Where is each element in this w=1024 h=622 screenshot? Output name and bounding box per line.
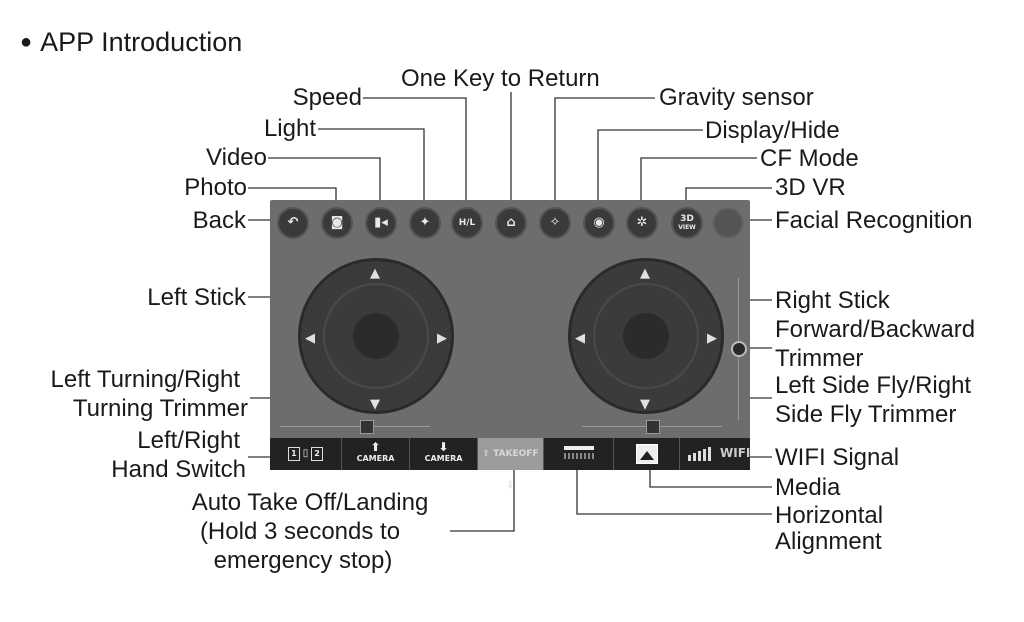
wifi-signal-indicator: WIFI bbox=[680, 438, 750, 470]
label-ls-trimmer-2: Side Fly Trimmer bbox=[775, 401, 957, 428]
wifi-signal-bars-icon bbox=[688, 447, 713, 461]
left-turning-trimmer-track bbox=[280, 426, 430, 427]
takeoff-down-arrow-icon: ⇩ bbox=[506, 481, 515, 491]
left-turning-trimmer-knob[interactable] bbox=[360, 420, 374, 434]
label-lt-trimmer-2: Turning Trimmer bbox=[72, 395, 248, 422]
label-video: Video bbox=[206, 144, 267, 171]
speed-icon[interactable]: H/L bbox=[451, 207, 483, 239]
label-wifi-signal: WIFI Signal bbox=[775, 444, 900, 471]
takeoff-button[interactable]: ⇧ TAKEOFF ⇩ bbox=[478, 438, 544, 491]
label-horizontal-alignment-2: Alignment bbox=[775, 528, 882, 555]
label-photo: Photo bbox=[184, 174, 247, 201]
takeoff-up-arrow-icon: ⇧ bbox=[482, 449, 494, 459]
label-3d-vr: 3D VR bbox=[775, 174, 846, 201]
label-one-key-return: One Key to Return bbox=[401, 65, 600, 92]
left-stick-left-arrow-icon: ◀ bbox=[305, 331, 315, 346]
label-ls-trimmer-1: Left Side Fly/Right bbox=[775, 372, 972, 399]
label-media: Media bbox=[775, 474, 841, 501]
heading-text: APP Introduction bbox=[40, 27, 243, 57]
left-stick-down-arrow-icon: ▼ bbox=[370, 397, 380, 412]
label-auto-takeoff-3: emergency stop) bbox=[213, 547, 393, 574]
camera-up-arrow-icon: ⬆ bbox=[370, 440, 381, 454]
camera-button-2-label: CAMERA bbox=[424, 454, 463, 463]
back-icon[interactable]: ↶ bbox=[277, 207, 309, 239]
hand-switch-button[interactable]: 1 ▯ 2 bbox=[270, 438, 342, 470]
camera-button-2[interactable]: ⬇ CAMERA bbox=[410, 438, 478, 470]
right-stick-up-arrow-icon: ▲ bbox=[640, 266, 650, 281]
label-hand-switch-1: Left/Right bbox=[137, 427, 240, 454]
return-home-icon[interactable]: ⌂ bbox=[495, 207, 527, 239]
side-fly-trimmer-knob[interactable] bbox=[646, 420, 660, 434]
label-lt-trimmer-1: Left Turning/Right bbox=[50, 366, 240, 393]
cf-mode-icon[interactable]: ✲ bbox=[626, 207, 658, 239]
label-cf-mode: CF Mode bbox=[760, 145, 859, 172]
label-back: Back bbox=[192, 207, 246, 234]
label-left-stick: Left Stick bbox=[147, 284, 246, 311]
label-fb-trimmer-1: Forward/Backward bbox=[775, 316, 976, 343]
3d-vr-icon[interactable]: 3D VIEW bbox=[671, 207, 703, 239]
label-light: Light bbox=[263, 115, 316, 142]
label-gravity-sensor: Gravity sensor bbox=[659, 84, 814, 111]
label-right-stick: Right Stick bbox=[775, 287, 890, 314]
right-stick[interactable]: ▲ ▼ ◀ ▶ bbox=[568, 258, 724, 414]
hand-switch-separator: ▯ bbox=[302, 448, 309, 459]
heading-bullet: ● bbox=[20, 31, 33, 53]
hand-switch-1-box: 1 bbox=[287, 447, 300, 461]
wifi-text: WIFI bbox=[720, 446, 751, 460]
page-heading: ● APP Introduction bbox=[20, 27, 242, 58]
horizontal-alignment-button[interactable] bbox=[544, 438, 614, 470]
takeoff-button-label: TAKEOFF bbox=[493, 449, 539, 459]
right-stick-ring bbox=[593, 283, 699, 389]
3d-vr-icon-text: 3D bbox=[680, 214, 694, 224]
horizontal-alignment-scale-icon bbox=[564, 453, 594, 459]
left-stick-ring bbox=[323, 283, 429, 389]
right-stick-left-arrow-icon: ◀ bbox=[575, 331, 585, 346]
left-stick[interactable]: ▲ ▼ ◀ ▶ bbox=[298, 258, 454, 414]
video-icon[interactable]: ▮◂ bbox=[365, 207, 397, 239]
label-display-hide: Display/Hide bbox=[705, 117, 840, 144]
right-stick-down-arrow-icon: ▼ bbox=[640, 397, 650, 412]
light-bulb-icon[interactable]: ✦ bbox=[409, 207, 441, 239]
facial-recognition-icon[interactable] bbox=[712, 207, 744, 239]
label-auto-takeoff-1: Auto Take Off/Landing bbox=[191, 489, 429, 516]
right-stick-right-arrow-icon: ▶ bbox=[707, 331, 717, 346]
horizontal-alignment-bar-icon bbox=[564, 446, 594, 450]
label-facial-recognition: Facial Recognition bbox=[775, 207, 973, 234]
left-stick-up-arrow-icon: ▲ bbox=[370, 266, 380, 281]
label-fb-trimmer-2: Trimmer bbox=[775, 345, 864, 372]
camera-button-1-label: CAMERA bbox=[356, 454, 395, 463]
eye-icon[interactable]: ◉ bbox=[583, 207, 615, 239]
forward-backward-trimmer-knob[interactable] bbox=[731, 341, 747, 357]
camera-down-arrow-icon: ⬇ bbox=[438, 440, 449, 454]
camera-icon[interactable]: ◙ bbox=[321, 207, 353, 239]
media-picture-icon bbox=[636, 444, 658, 464]
3d-vr-icon-subtext: VIEW bbox=[678, 224, 696, 231]
bottom-toolbar: 1 ▯ 2 ⬆ CAMERA ⬇ CAMERA ⇧ TAKEOFF ⇩ WIFI bbox=[270, 438, 750, 491]
label-auto-takeoff-2: (Hold 3 seconds to bbox=[199, 518, 401, 545]
label-hand-switch-2: Hand Switch bbox=[111, 456, 246, 483]
left-stick-right-arrow-icon: ▶ bbox=[437, 331, 447, 346]
label-horizontal-alignment-1: Horizontal bbox=[775, 502, 884, 529]
app-screen: ↶ ◙ ▮◂ ✦ H/L ⌂ ✧ ◉ ✲ 3D VIEW ▲ ▼ ◀ ▶ ▲ ▼… bbox=[270, 200, 750, 491]
label-speed: Speed bbox=[292, 84, 362, 111]
media-button[interactable] bbox=[614, 438, 680, 470]
hand-switch-2-box: 2 bbox=[311, 447, 324, 461]
right-stick-knob[interactable] bbox=[623, 313, 669, 359]
camera-button-1[interactable]: ⬆ CAMERA bbox=[342, 438, 410, 470]
left-stick-knob[interactable] bbox=[353, 313, 399, 359]
gravity-sensor-icon[interactable]: ✧ bbox=[539, 207, 571, 239]
